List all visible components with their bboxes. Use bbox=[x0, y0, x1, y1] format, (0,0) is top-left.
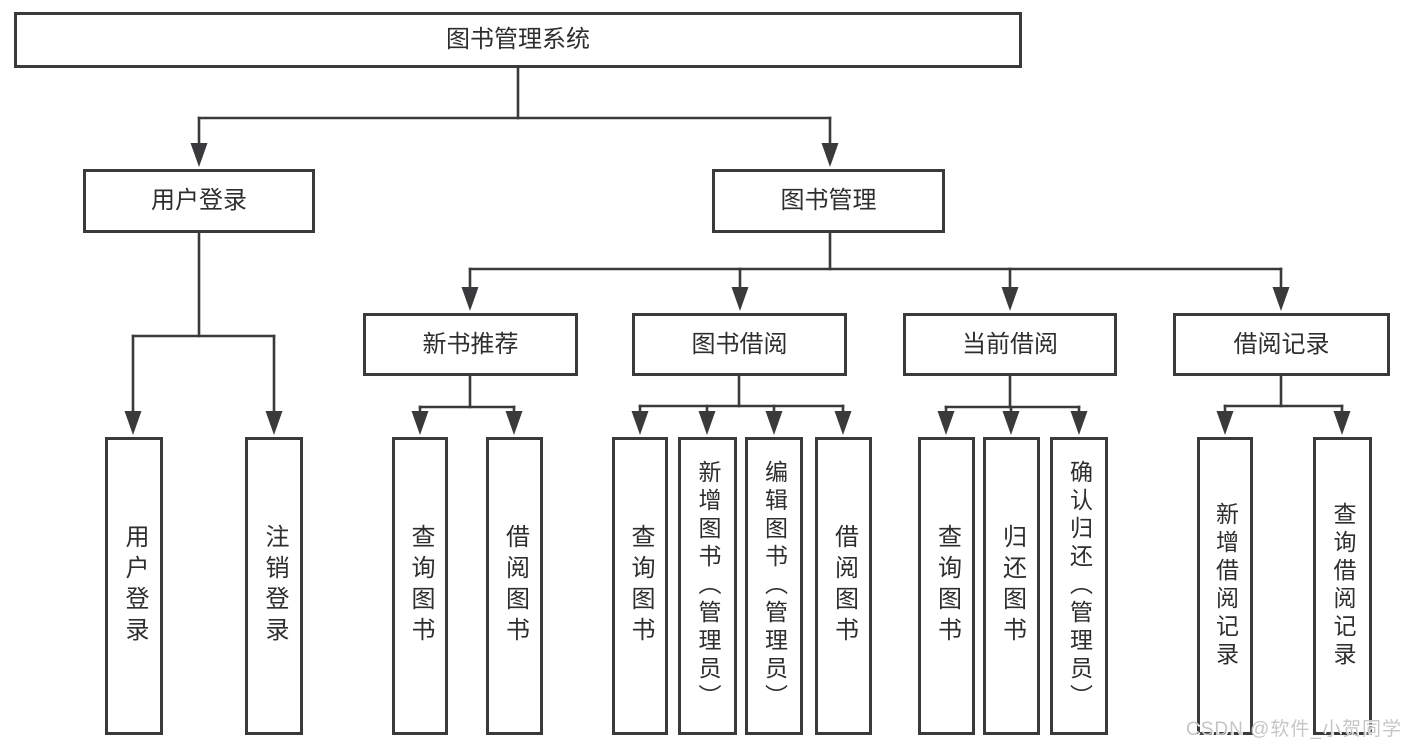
node-user-login: 用户登录 bbox=[83, 169, 315, 233]
node-root: 图书管理系统 bbox=[14, 12, 1022, 68]
watermark-text: CSDN @软件_小贺同学 bbox=[1186, 719, 1402, 740]
leaf-user-login: 用户登录 bbox=[105, 437, 163, 735]
node-current-borrow: 当前借阅 bbox=[903, 313, 1117, 376]
leaf-return-book: 归还图书 bbox=[983, 437, 1040, 735]
leaf-borrow-books: 借阅图书 bbox=[815, 437, 872, 735]
leaf-query-books-borrow: 查询图书 bbox=[612, 437, 668, 735]
leaf-confirm-return-admin: 确认归还（管理员） bbox=[1050, 437, 1108, 735]
node-book-management: 图书管理 bbox=[712, 169, 945, 233]
leaf-add-borrow-record: 新增借阅记录 bbox=[1197, 437, 1253, 735]
node-book-borrow: 图书借阅 bbox=[632, 313, 847, 376]
leaf-query-books-recommend: 查询图书 bbox=[392, 437, 448, 735]
leaf-query-books-current: 查询图书 bbox=[918, 437, 975, 735]
leaf-borrow-books-recommend: 借阅图书 bbox=[486, 437, 543, 735]
leaf-query-borrow-record: 查询借阅记录 bbox=[1313, 437, 1372, 735]
leaf-add-book-admin: 新增图书（管理员） bbox=[678, 437, 737, 735]
leaf-logout: 注销登录 bbox=[245, 437, 303, 735]
node-new-book-recommend: 新书推荐 bbox=[363, 313, 578, 376]
node-borrow-records: 借阅记录 bbox=[1173, 313, 1390, 376]
leaf-edit-book-admin: 编辑图书（管理员） bbox=[745, 437, 803, 735]
